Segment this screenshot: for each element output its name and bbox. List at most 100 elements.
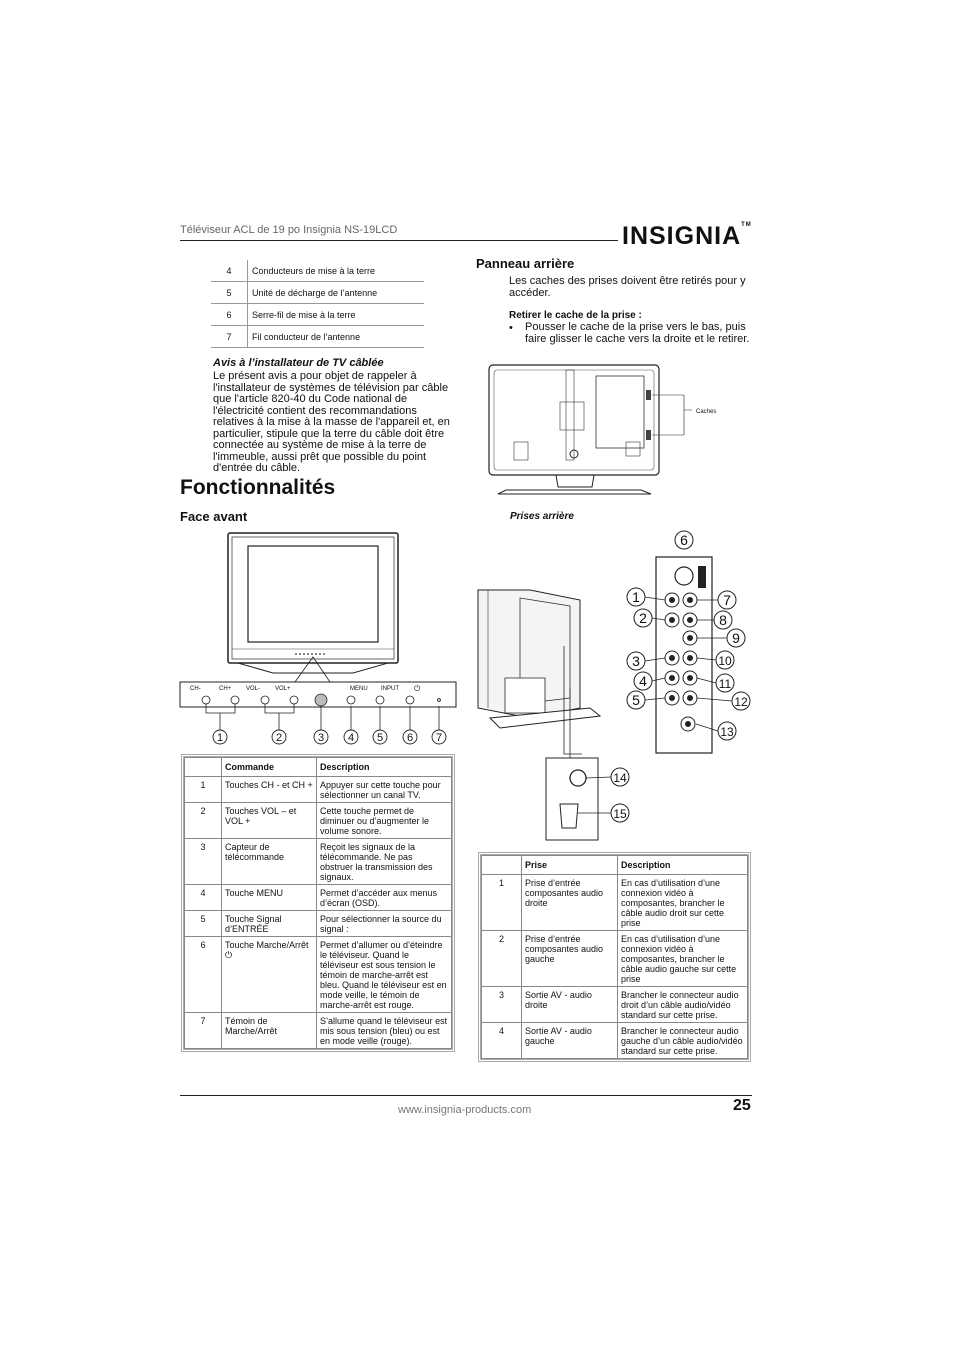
callout-number: 7 [723,592,731,608]
callout-number: 4 [639,673,647,689]
button-label: CH- [190,686,201,692]
row-command: Touches VOL – et VOL + [221,802,317,839]
section-title: Fonctionnalités [180,476,336,499]
rca-jack-center [687,597,693,603]
rca-jack-center [687,695,693,701]
row-description: Reçoit les signaux de la télécommande. N… [316,838,452,885]
row-description: Permet d’allumer ou d’éteindre le télévi… [316,936,452,1013]
callout-circle [372,729,388,745]
callout-line [264,704,295,730]
avis-heading: Avis à l’installateur de TV câblée [213,357,384,369]
row-number: 2 [481,930,522,987]
callout-number: 15 [613,807,627,821]
row-description: Brancher le connecteur audio gauche d’un… [617,1022,748,1059]
rca-jack-center [669,655,675,661]
callout-number: 10 [718,654,732,668]
avis-paragraph: Le présent avis a pour objet de rappeler… [213,370,450,474]
rca-jack-center [687,655,693,661]
button-label: INPUT [381,686,399,692]
callout-number: 6 [680,532,688,548]
callout-line [696,677,717,684]
rear-caption: Prises arrière [510,511,574,522]
row-description: En cas d’utilisation d’une connexion vid… [617,874,748,931]
part-number: 4 [211,260,248,282]
button-label: VOL- [246,686,260,692]
callout-number: 13 [720,725,734,739]
header-rule [180,240,618,241]
insignia-logo: INSIGNIATM [622,222,752,251]
row-number: 7 [184,1012,222,1049]
callout-number: 2 [639,610,647,626]
callout-circle [271,729,287,745]
row-prise: Prise d’entrée composantes audio droite [521,874,618,931]
callout-circle [431,729,447,745]
row-description: Pour sélectionner la source du signal : [316,910,452,937]
callout-line [205,704,236,730]
footer-url[interactable]: www.insignia-products.com [398,1104,532,1116]
footer-rule [180,1095,752,1096]
callout-number: 5 [377,732,383,744]
callout-number: 12 [734,695,748,709]
callout-number: 11 [719,677,732,691]
row-command: Touche Marche/Arrêt [225,940,309,950]
front-button [289,695,299,705]
button-label: MENU [350,686,368,692]
row-description: En cas d’utilisation d’une connexion vid… [617,930,748,987]
num-header [481,855,522,875]
front-button [230,695,240,705]
commande-header: Commande [221,757,317,777]
callout-line [651,617,666,621]
rca-jack-center [669,617,675,623]
row-command: Touche MENU [221,884,317,911]
rca-jack-center [687,635,693,641]
power-icon: ⏻ [414,684,421,693]
callout-number: 6 [407,732,413,744]
panneau-intro: Les caches des prises doivent être retir… [509,275,746,299]
front-button [375,695,385,705]
row-number: 4 [481,1022,522,1059]
row-prise: Prise d’entrée composantes audio gauche [521,930,618,987]
callout-circle [674,530,694,550]
bullet-dot: • [509,322,513,334]
part-number: 7 [211,325,248,348]
front-button-dots [295,653,325,655]
power-icon: ⏻ [225,950,233,960]
callout-line [651,677,666,682]
rca-jack-center [669,597,675,603]
front-button [260,695,270,705]
callout-number: 4 [348,732,354,744]
logo-tm: TM [741,222,752,228]
rca-jack-center [687,617,693,623]
part-label: Serre-fil de mise à la terre [247,303,424,326]
rca-jack-center [685,721,691,727]
callout-number: 3 [318,732,324,744]
part-number: 6 [211,303,248,326]
num-header [184,757,222,777]
row-prise: Sortie AV - audio gauche [521,1022,618,1059]
callout-circle [343,729,359,745]
table-header-row: Prise Description [481,855,748,875]
callout-number: 1 [217,732,223,744]
callout-circle [402,729,418,745]
rca-jack-center [687,675,693,681]
front-button [437,698,441,702]
row-number: 3 [481,986,522,1023]
tv-bezel-inner [231,536,395,660]
row-command-cell: Touche Marche/Arrêt⏻ [221,936,317,1013]
front-button [314,693,328,707]
callout-number: 7 [436,732,442,744]
